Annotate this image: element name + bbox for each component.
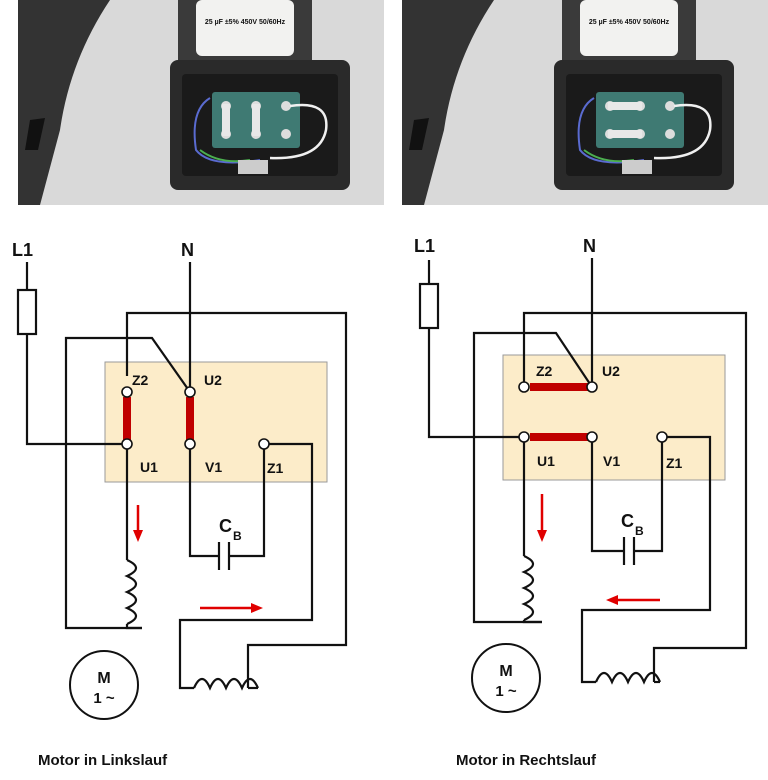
right-caption: Motor in Rechtslauf <box>456 752 597 769</box>
left-label-z2: Z2 <box>132 372 149 388</box>
right-arrow-left <box>606 595 660 605</box>
right-terminal-z2 <box>518 381 530 393</box>
right-terminal-z1 <box>656 431 668 443</box>
left-terminal-z1 <box>258 438 270 450</box>
left-arrow-down <box>133 505 143 542</box>
left-label-u2: U2 <box>204 372 222 388</box>
left-terminal-u1 <box>121 438 133 450</box>
left-caption: Motor in Linkslauf <box>38 752 168 769</box>
right-motor-line2: 1 ~ <box>495 683 517 700</box>
right-arrow-down <box>537 494 547 542</box>
right-label-capacitor: C <box>621 511 634 531</box>
left-terminal-v1 <box>184 438 196 450</box>
right-label-u2: U2 <box>602 363 620 379</box>
left-photo-capacitor-text: 25 µF ±5% 450V 50/60Hz <box>205 19 286 26</box>
left-label-capacitor-sub: B <box>233 529 242 543</box>
left-label-v1: V1 <box>205 459 222 475</box>
left-label-capacitor: C <box>219 516 232 536</box>
right-diagram-panel: 25 µF ±5% 450V 50/60Hz <box>384 0 768 780</box>
left-label-z1: Z1 <box>267 460 284 476</box>
left-label-l1: L1 <box>12 240 33 260</box>
left-arrow-right <box>200 603 263 613</box>
right-motor-line1: M <box>499 663 512 680</box>
left-motor-symbol <box>69 650 139 720</box>
right-wires <box>418 258 748 685</box>
right-label-capacitor-sub: B <box>635 524 644 538</box>
left-photo: 25 µF ±5% 450V 50/60Hz <box>18 0 384 205</box>
left-label-u1: U1 <box>140 459 158 475</box>
right-motor-symbol <box>471 643 541 713</box>
right-photo: 25 µF ±5% 450V 50/60Hz <box>402 0 768 205</box>
right-terminal-v1 <box>586 431 598 443</box>
right-label-z2: Z2 <box>536 363 553 379</box>
right-bridge-z2-u2 <box>530 383 588 391</box>
left-diagram-svg: 25 µF ±5% 450V 50/60Hz <box>12 0 384 720</box>
right-label-v1: V1 <box>603 453 620 469</box>
right-terminal-u2 <box>586 381 598 393</box>
left-bridge-u2-v1 <box>186 397 194 441</box>
right-label-n: N <box>583 236 596 256</box>
right-photo-capacitor-text: 25 µF ±5% 450V 50/60Hz <box>589 19 670 26</box>
right-bridge-u1-v1 <box>530 433 588 441</box>
left-diagram-panel: 25 µF ±5% 450V 50/60Hz <box>12 0 384 769</box>
left-label-n: N <box>181 240 194 260</box>
left-terminal-u2 <box>184 386 196 398</box>
left-wires <box>16 262 348 691</box>
right-terminal-u1 <box>518 431 530 443</box>
left-motor-line2: 1 ~ <box>93 690 115 707</box>
right-label-z1: Z1 <box>666 455 683 471</box>
left-bridge-z2-u1 <box>123 397 131 441</box>
left-terminal-box <box>104 361 328 483</box>
left-motor-line1: M <box>97 670 110 687</box>
right-label-l1: L1 <box>414 236 435 256</box>
right-terminal-box <box>502 354 726 481</box>
left-terminal-z2 <box>121 386 133 398</box>
right-label-u1: U1 <box>537 453 555 469</box>
right-diagram-svg: 25 µF ±5% 450V 50/60Hz <box>402 0 768 713</box>
